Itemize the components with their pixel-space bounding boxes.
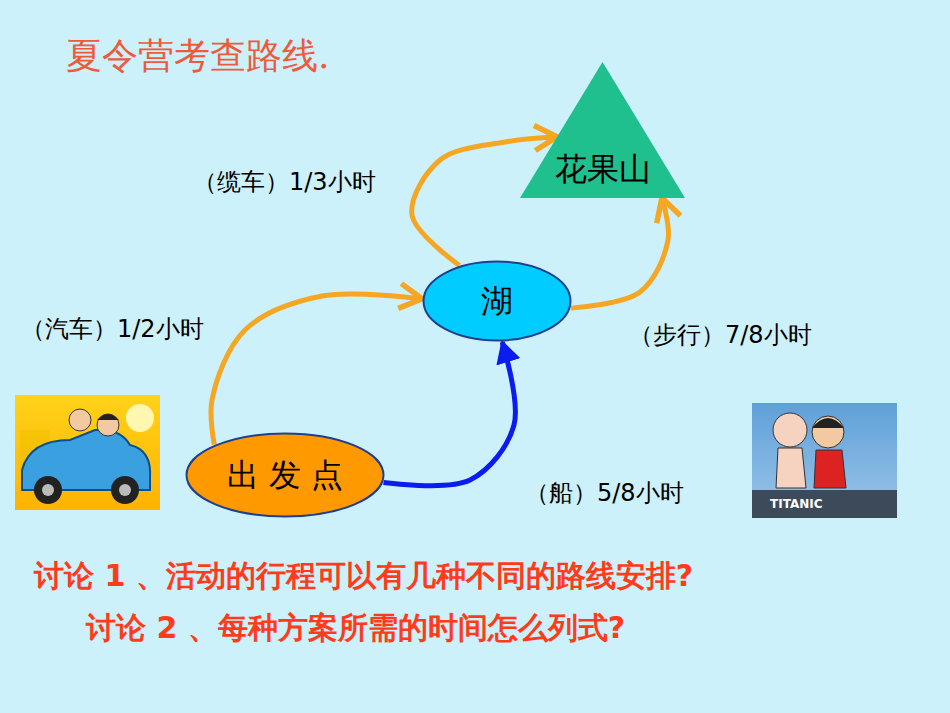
ellipse-shape (187, 434, 384, 517)
node-label: 花果山 (555, 150, 651, 188)
discussion-question: 讨论 2 、每种方案所需的时间怎么列式? (86, 608, 625, 649)
node-text-box: 湖 (422, 260, 572, 342)
time-label: （船）5/8小时 (522, 476, 687, 510)
discussion-question: 讨论 1 、活动的行程可以有几种不同的路线安排? (34, 556, 693, 597)
title: 夏令营考查路线. (66, 32, 329, 81)
ellipse-shape (424, 262, 571, 341)
node-text-box: 花果山 (520, 148, 685, 190)
route-arrow (383, 342, 515, 486)
node-text-box: 出 发 点 (185, 432, 385, 518)
lake-ellipse: 湖 (422, 260, 572, 342)
mountain-triangle: 花果山 (520, 62, 685, 198)
start-ellipse: 出 发 点 (185, 432, 385, 518)
time-label: （步行）7/8小时 (626, 318, 815, 352)
triangle-shape (520, 62, 685, 198)
route-arrow (571, 198, 669, 308)
boat-picture (752, 403, 897, 518)
ship-name: TITANIC (770, 497, 823, 511)
route-arrow (211, 294, 422, 445)
node-label: 出 发 点 (227, 456, 343, 494)
time-label: （缆车）1/3小时 (190, 165, 379, 199)
time-label: （汽车）1/2小时 (18, 312, 207, 346)
car-picture (15, 395, 160, 510)
node-label: 湖 (481, 282, 513, 320)
route-arrow (412, 137, 557, 266)
